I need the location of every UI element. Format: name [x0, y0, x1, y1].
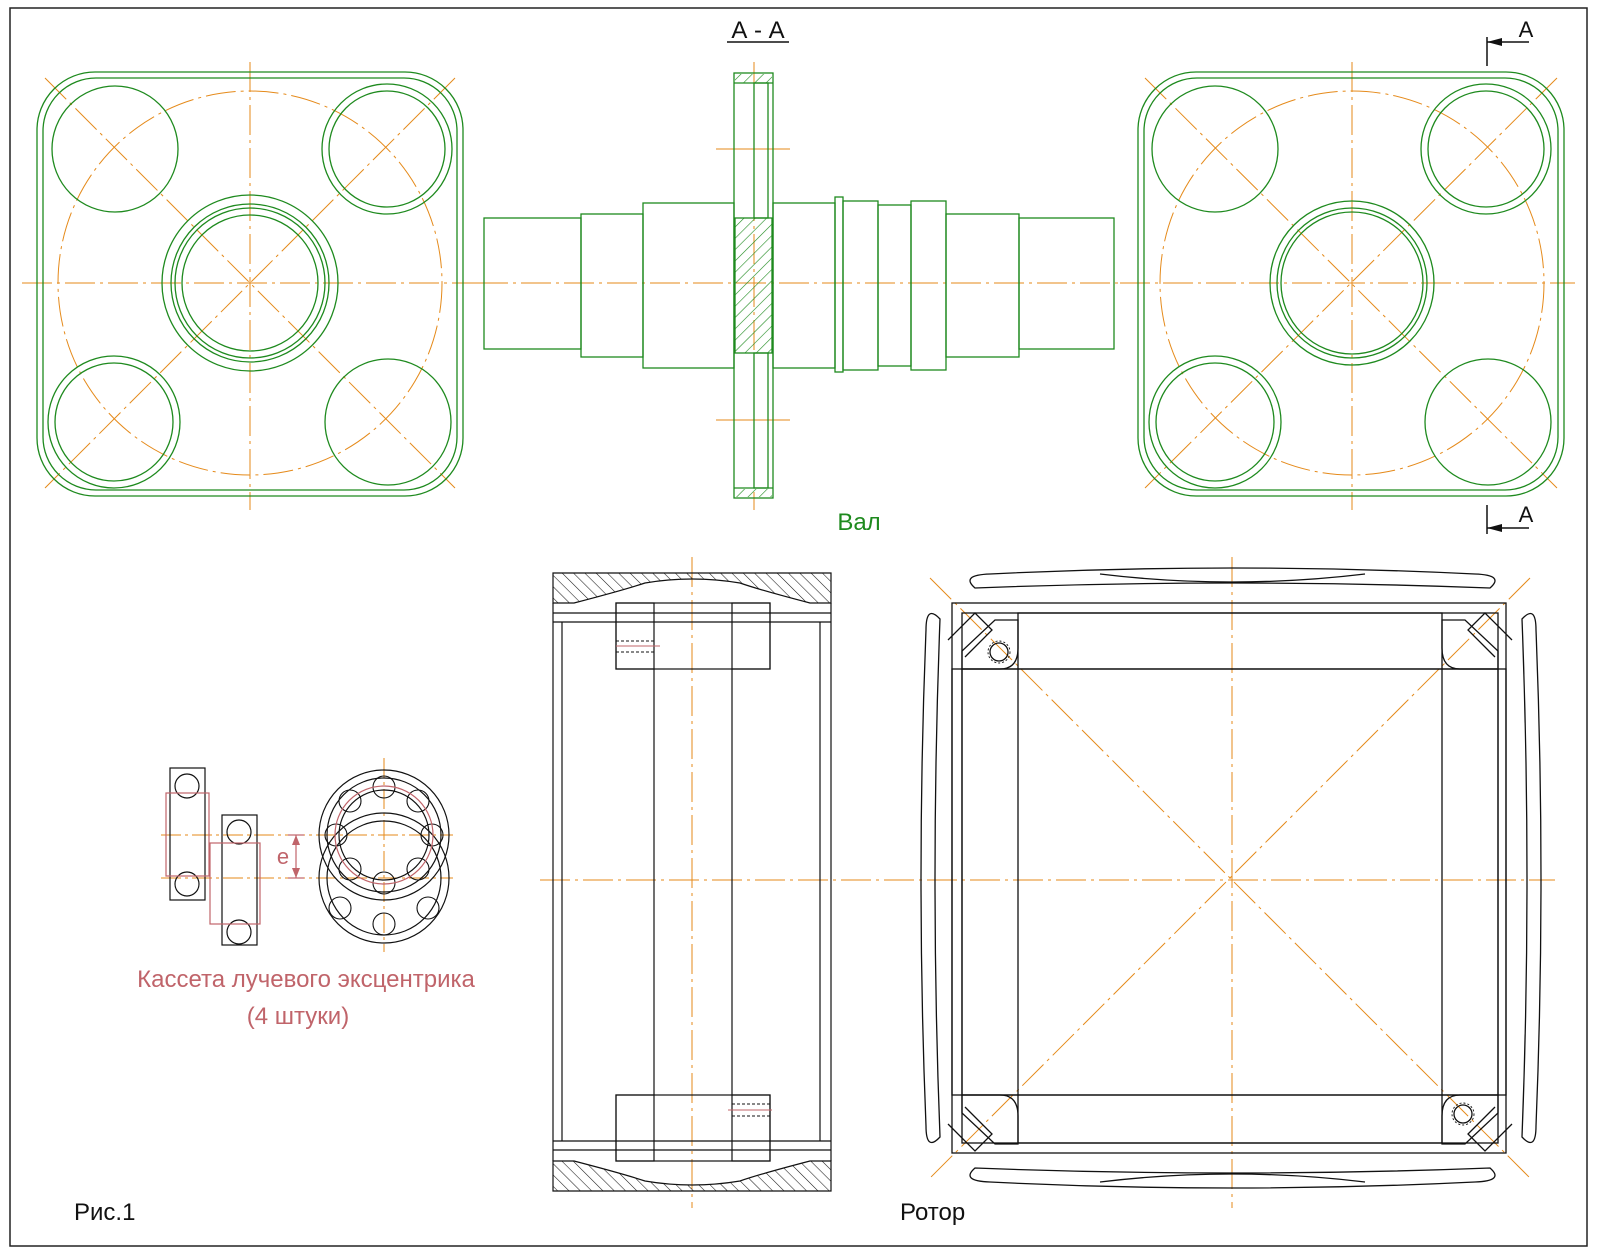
- rotor-caption: Ротор: [900, 1199, 965, 1226]
- cassette-view: [161, 758, 453, 952]
- top-band-hatch: [552, 572, 832, 604]
- cassette-caption-line2: (4 штуки): [247, 1003, 349, 1030]
- figure-label: Рис.1: [74, 1199, 135, 1226]
- section-mark-top: А: [1519, 17, 1534, 42]
- section-title: А - А: [731, 17, 784, 44]
- cassette-caption-line1: Кассета лучевого эксцентрика: [137, 966, 475, 993]
- shaft-view: [478, 62, 1120, 510]
- rotor-view: [920, 557, 1542, 1208]
- right-flange-view: [1120, 62, 1575, 510]
- shaft-hatch-center: [734, 217, 773, 354]
- shaft-caption: Вал: [837, 509, 880, 536]
- flange-hatch-bottom: [735, 489, 772, 497]
- left-flange-view: [22, 62, 478, 510]
- eccentric-letter: e: [277, 844, 289, 869]
- section-marks: [727, 37, 1529, 534]
- flange-hatch-top: [735, 74, 772, 83]
- bottom-band-hatch: [552, 1160, 832, 1192]
- rotor-side-section: [540, 557, 1555, 1208]
- drawing-frame: [9, 7, 1588, 1247]
- section-mark-bottom: А: [1519, 502, 1534, 527]
